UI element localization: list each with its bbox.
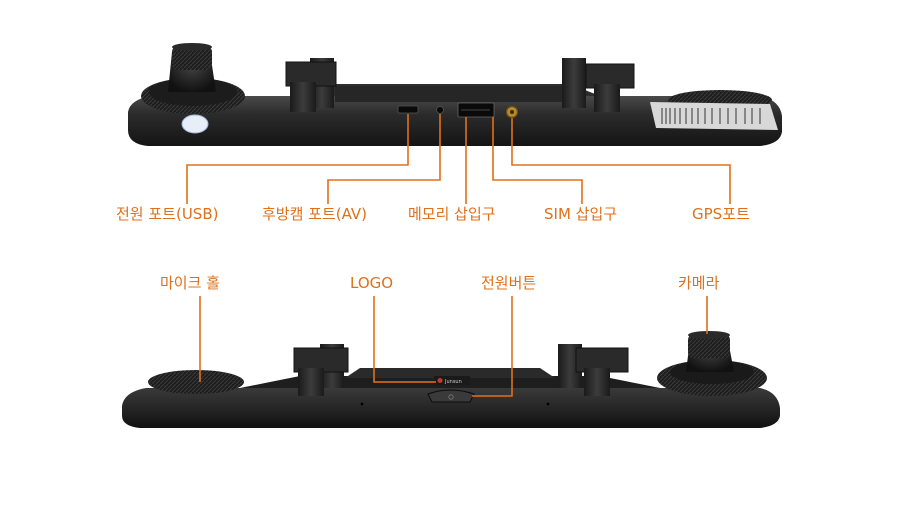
label-logo: LOGO xyxy=(350,274,394,292)
power-button[interactable] xyxy=(427,389,475,403)
label-rear-cam-port-av: 후방캠 포트(AV) xyxy=(262,205,368,223)
mic-grill xyxy=(148,370,244,394)
label-power-port-usb: 전원 포트(USB) xyxy=(116,205,219,223)
barcode-label xyxy=(650,102,778,130)
device-bottom-view xyxy=(122,331,780,428)
sticker xyxy=(181,114,209,134)
logo-text: Junsun xyxy=(444,379,462,385)
mount-clip-left-top xyxy=(285,58,337,112)
mount-clip-right-bottom xyxy=(558,344,629,396)
mount-clip-left-bottom xyxy=(293,344,349,396)
usb-port xyxy=(397,105,419,114)
label-camera: 카메라 xyxy=(678,274,720,292)
logo-plate xyxy=(434,376,470,385)
label-memory-slot: 메모리 삽입구 xyxy=(408,205,496,223)
label-gps-port: GPS포트 xyxy=(692,205,750,223)
device-body-bottom xyxy=(122,388,780,428)
mount-clip-right-top xyxy=(562,58,635,112)
label-mic-hole: 마이크 홀 xyxy=(160,274,220,292)
av-port xyxy=(436,106,444,114)
leader-lines-bottom xyxy=(199,296,708,397)
mic-hole-dot xyxy=(360,402,364,406)
leader-lines-top xyxy=(186,114,731,204)
label-power-button: 전원버튼 xyxy=(481,274,537,292)
label-sim-slot: SIM 삽입구 xyxy=(544,205,618,223)
device-top-view xyxy=(128,43,782,146)
camera-knob-top xyxy=(141,43,245,114)
camera-knob-bottom xyxy=(657,331,767,396)
